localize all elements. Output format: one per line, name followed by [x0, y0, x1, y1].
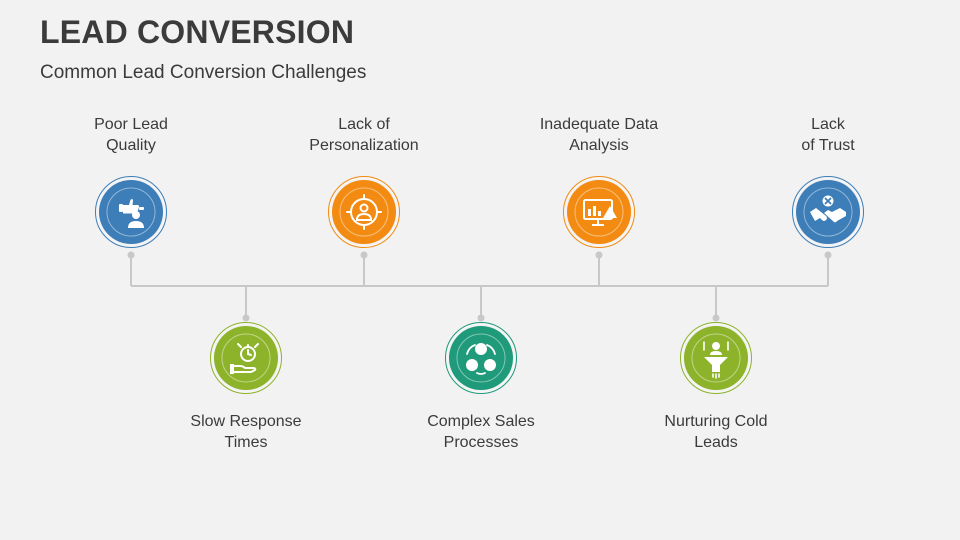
challenge-badge-lack-of-trust — [792, 176, 864, 248]
dollar-cycle-icon — [445, 322, 517, 394]
challenge-label-lack-of-trust: Lack of Trust — [801, 116, 855, 154]
hand-stopwatch-icon — [210, 322, 282, 394]
challenge-label-complex-sales-processes: Complex Sales Processes — [427, 413, 535, 451]
challenge-badge-poor-lead-quality — [95, 176, 167, 248]
timeline-dots — [127, 251, 832, 322]
challenge-badge-inadequate-data-analysis — [563, 176, 635, 248]
challenge-label-nurturing-cold-leads: Nurturing Cold Leads — [664, 413, 768, 451]
monitor-warning-icon — [563, 176, 635, 248]
challenge-badge-lack-of-personalization — [328, 176, 400, 248]
page-title: LEAD CONVERSION — [40, 14, 355, 50]
challenge-label-lack-of-personalization: Lack of Personalization — [309, 116, 419, 154]
challenge-badge-slow-response-times — [210, 322, 282, 394]
funnel-person-icon — [680, 322, 752, 394]
target-person-icon — [328, 176, 400, 248]
challenge-badge-complex-sales-processes — [445, 322, 517, 394]
thumbs-up-person-icon — [95, 176, 167, 248]
challenge-label-inadequate-data-analysis: Inadequate Data Analysis — [539, 116, 659, 154]
handshake-cancel-icon — [792, 176, 864, 248]
timeline-stems — [130, 256, 829, 316]
page-subtitle: Common Lead Conversion Challenges — [40, 62, 367, 83]
challenge-badge-nurturing-cold-leads — [680, 322, 752, 394]
challenge-label-poor-lead-quality: Poor Lead Quality — [94, 116, 168, 154]
challenge-label-slow-response-times: Slow Response Times — [190, 413, 302, 451]
